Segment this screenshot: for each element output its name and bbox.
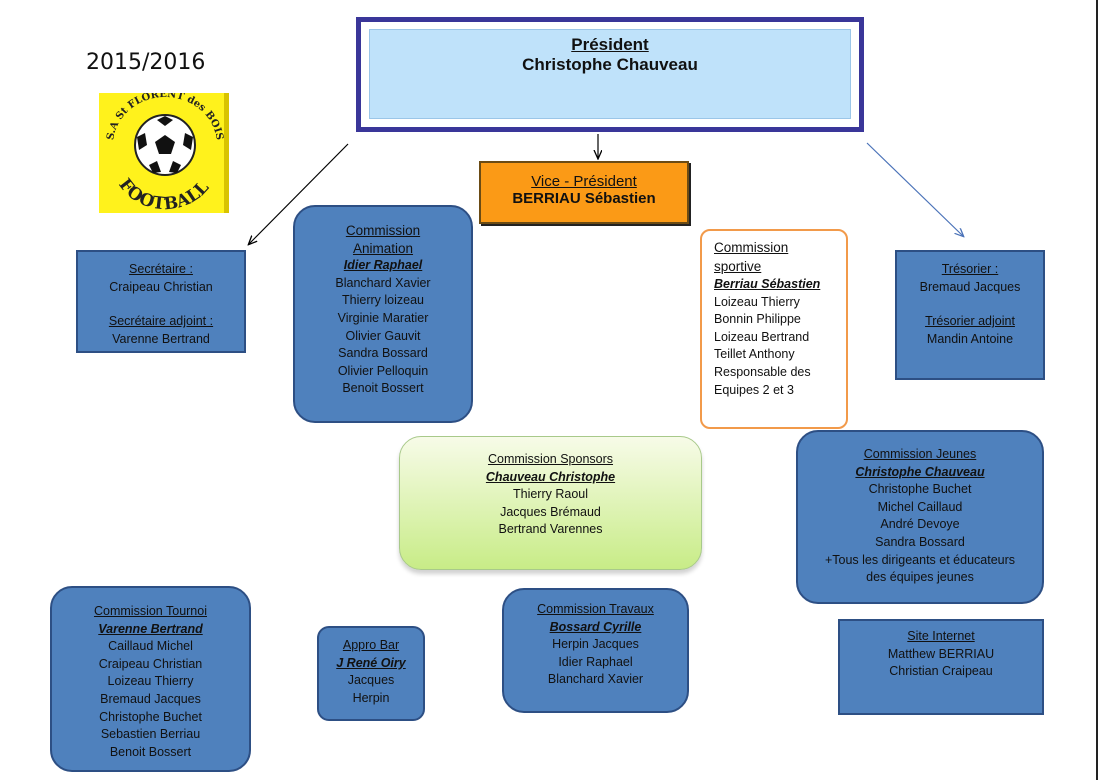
member-item: Blanchard Xavier — [547, 672, 644, 687]
commission-sponsors-title: Commission Sponsors — [487, 452, 614, 466]
commission-sponsors-box: Commission Sponsors Chauveau Christophe … — [399, 436, 702, 570]
member-item: Loizeau Thierry — [714, 294, 800, 309]
soccer-ball-icon — [134, 114, 196, 176]
member-item: Olivier Gauvit — [345, 328, 421, 343]
member-item: Blanchard Xavier — [335, 275, 431, 290]
member-item: Matthew BERRIAU — [887, 646, 995, 661]
season-label: 2015/2016 — [86, 50, 206, 75]
member-item: Christophe Buchet — [99, 709, 202, 724]
treasurer-box: Trésorier : Bremaud Jacques Trésorier ad… — [895, 250, 1045, 380]
commission-travaux-box: Commission Travaux Bossard Cyrille Herpi… — [502, 588, 689, 713]
member-item: Michel Caillaud — [877, 499, 963, 514]
commission-travaux-title: Commission Travaux — [537, 602, 654, 616]
vice-president-title: Vice - Président — [531, 173, 637, 190]
commission-jeunes-box: Commission Jeunes Christophe Chauveau Ch… — [796, 430, 1044, 604]
appro-bar-title: Appro Bar — [342, 638, 400, 652]
page-edge-line — [1096, 0, 1098, 780]
secretary-deputy-name: Varenne Bertrand — [112, 331, 210, 346]
member-item: Teillet Anthony — [714, 347, 795, 362]
commission-animation-box: Commission Animation Idier Raphael Blanc… — [293, 205, 473, 423]
member-item: Jacques — [347, 673, 395, 688]
president-title: Président — [571, 35, 649, 54]
vice-president-box: Vice - Président BERRIAU Sébastien — [479, 161, 689, 224]
member-item: Caillaud Michel — [108, 639, 193, 654]
member-item: Benoit Bossert — [109, 744, 192, 759]
treasurer-deputy-title: Trésorier adjoint — [925, 314, 1015, 329]
commission-jeunes-title: Commission Jeunes — [863, 447, 977, 461]
site-internet-box: Site Internet Matthew BERRIAU Christian … — [838, 619, 1044, 715]
member-item: Thierry loizeau — [342, 293, 424, 308]
commission-sportive-title-2: sportive — [714, 258, 762, 274]
commission-animation-lead: Idier Raphael — [343, 258, 423, 273]
commission-tournoi-box: Commission Tournoi Varenne Bertrand Cail… — [50, 586, 251, 772]
site-internet-title: Site Internet — [907, 629, 975, 643]
arrow-to-secretary — [249, 143, 349, 244]
member-item: Herpin — [352, 690, 390, 705]
treasurer-name: Bremaud Jacques — [919, 279, 1021, 294]
commission-sportive-lead: Berriau Sébastien — [714, 277, 821, 291]
commission-travaux-lead: Bossard Cyrille — [549, 619, 642, 634]
member-item: Craipeau Christian — [98, 656, 203, 671]
treasurer-title: Trésorier : — [941, 262, 999, 276]
commission-sportive-title-1: Commission — [714, 240, 789, 255]
secretary-box: Secrétaire : Craipeau Christian Secrétai… — [76, 250, 246, 353]
member-item: Bremaud Jacques — [100, 691, 201, 706]
member-item: Responsable des — [714, 364, 811, 379]
president-name: Christophe Chauveau — [522, 55, 698, 74]
appro-bar-box: Appro Bar J René Oiry Jacques Herpin — [317, 626, 425, 721]
secretary-deputy-title: Secrétaire adjoint : — [108, 314, 214, 329]
commission-jeunes-lead: Christophe Chauveau — [855, 464, 985, 479]
member-item: des équipes jeunes — [866, 570, 974, 585]
club-logo: S.A St FLORENT des BOIS FOOTBALL — [99, 89, 229, 214]
member-item: Virginie Maratier — [337, 310, 429, 325]
member-item: Thierry Raoul — [512, 487, 589, 502]
member-item: Sandra Bossard — [875, 534, 965, 549]
member-item: Sandra Bossard — [338, 346, 428, 361]
member-item: André Devoye — [880, 517, 960, 532]
treasurer-deputy-name: Mandin Antoine — [926, 331, 1014, 346]
member-item: Idier Raphael — [558, 654, 633, 669]
secretary-name: Craipeau Christian — [109, 279, 213, 294]
commission-tournoi-lead: Varenne Bertrand — [98, 621, 203, 636]
secretary-title: Secrétaire : — [129, 262, 193, 276]
commission-animation-title-1: Commission — [345, 223, 421, 238]
appro-bar-lead: J René Oiry — [336, 655, 406, 670]
commission-sportive-box: Commission sportive Berriau Sébastien Lo… — [700, 229, 848, 429]
member-item: Sebastien Berriau — [100, 727, 201, 742]
commission-tournoi-title: Commission Tournoi — [93, 604, 207, 618]
member-item: Olivier Pelloquin — [337, 363, 429, 378]
member-item: +Tous les dirigeants et éducateurs — [824, 552, 1016, 567]
member-item: Christophe Buchet — [868, 482, 972, 497]
member-item: Bonnin Philippe — [714, 312, 801, 327]
vice-president-name: BERRIAU Sébastien — [512, 190, 656, 207]
commission-sponsors-lead: Chauveau Christophe — [485, 469, 616, 484]
member-item: Benoit Bossert — [342, 381, 424, 396]
president-box: Président Christophe Chauveau — [356, 17, 864, 132]
member-item: Loizeau Bertrand — [714, 329, 810, 344]
member-item: Jacques Brémaud — [500, 504, 601, 519]
commission-animation-title-2: Animation — [352, 240, 414, 256]
member-item: Equipes 2 et 3 — [714, 382, 794, 397]
member-item: Herpin Jacques — [552, 637, 639, 652]
member-item: Loizeau Thierry — [107, 674, 194, 689]
arrow-to-treasurer — [866, 142, 963, 236]
member-item: Bertrand Varennes — [498, 522, 603, 537]
member-item: Christian Craipeau — [889, 664, 993, 679]
